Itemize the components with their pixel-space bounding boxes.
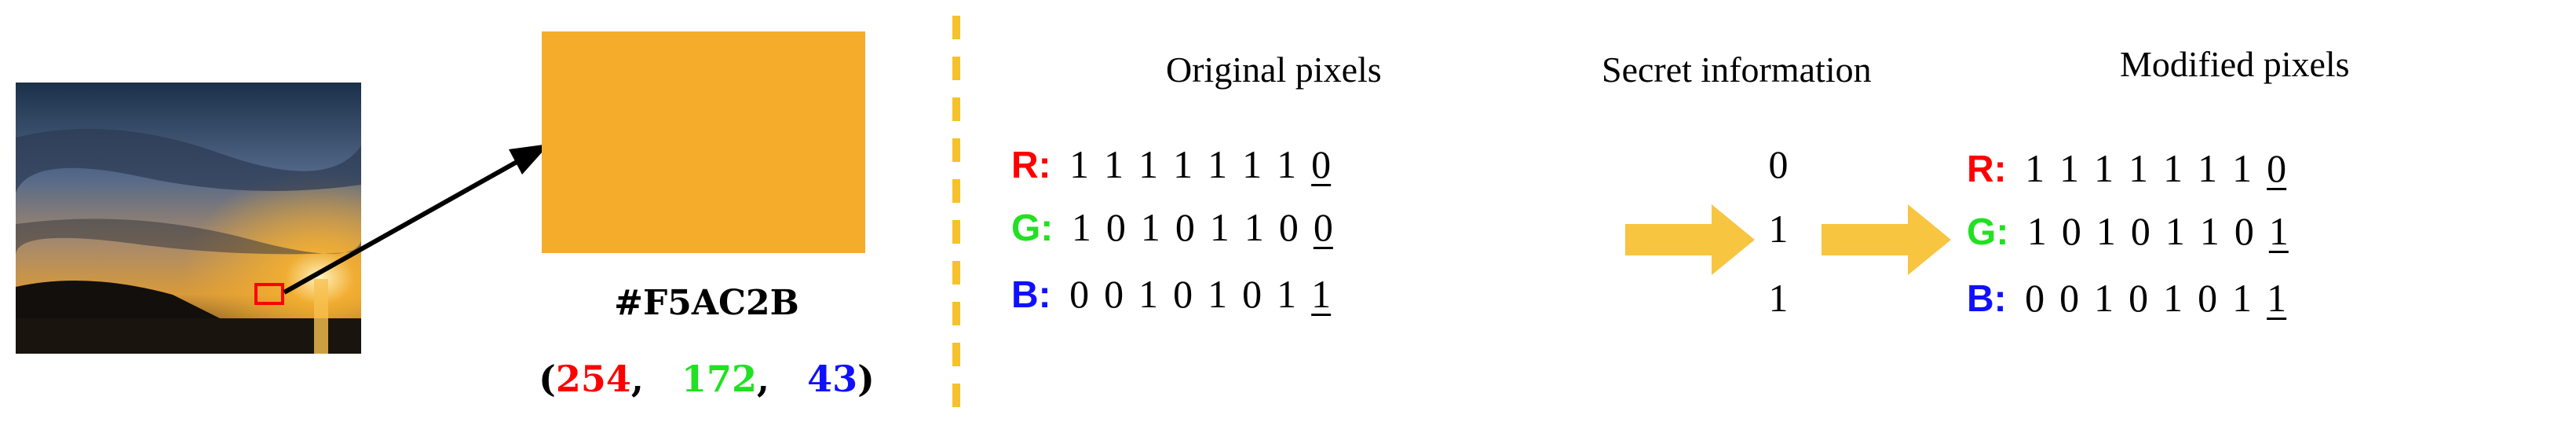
modified-bit-b-6: 0 xyxy=(2198,276,2218,320)
hex-code: #F5AC2B xyxy=(614,283,799,323)
modified-bit-b-8: 1 xyxy=(2267,276,2287,320)
modified-bit-r-5: 1 xyxy=(2163,146,2183,190)
color-swatch xyxy=(542,31,865,253)
original-bit-b-2: 0 xyxy=(1104,272,1124,316)
original-bit-b-1: 0 xyxy=(1069,272,1090,316)
modified-bit-r-6: 1 xyxy=(2198,146,2218,190)
modified-bit-r-4: 1 xyxy=(2128,146,2149,190)
modified-bit-r-2: 1 xyxy=(2059,146,2080,190)
secret-bit-1: 0 xyxy=(1768,142,1789,186)
modified-bit-b-7: 1 xyxy=(2232,276,2253,320)
right-arrow-icon xyxy=(1625,204,1755,275)
modified-bit-g-4: 0 xyxy=(2130,209,2150,253)
modified-bit-b-3: 1 xyxy=(2094,276,2114,320)
modified-bit-g-1: 1 xyxy=(2026,209,2047,253)
modified-bit-g-7: 0 xyxy=(2234,209,2254,253)
original-bit-r-3: 1 xyxy=(1138,142,1159,186)
original-bit-r-6: 1 xyxy=(1242,142,1262,186)
secret-bit-3: 1 xyxy=(1768,276,1789,320)
modified-bit-b-2: 0 xyxy=(2059,276,2080,320)
dashed-divider xyxy=(952,16,960,424)
channel-label-g: G: xyxy=(1967,211,2009,253)
modified-bit-g-8: 1 xyxy=(2268,209,2289,253)
original-bit-g-4: 0 xyxy=(1175,205,1195,249)
original-bit-g-2: 0 xyxy=(1105,205,1126,249)
modified-bit-g-3: 1 xyxy=(2096,209,2116,253)
original-bit-g-8: 0 xyxy=(1313,205,1333,249)
modified-bit-b-5: 1 xyxy=(2163,276,2183,320)
original-bit-g-5: 1 xyxy=(1209,205,1230,249)
rgb-values: (254, 172, 43) xyxy=(502,358,911,400)
right-arrow-icon xyxy=(1821,204,1951,275)
original-bit-b-6: 0 xyxy=(1242,272,1262,316)
original-bit-b-4: 0 xyxy=(1173,272,1193,316)
original-bit-b-7: 1 xyxy=(1277,272,1297,316)
original-bit-b-5: 1 xyxy=(1208,272,1228,316)
original-bit-r-7: 1 xyxy=(1277,142,1297,186)
sunset-photo xyxy=(16,83,361,354)
rgb-green-value: 172 xyxy=(681,358,758,400)
modified-bit-r-1: 1 xyxy=(2025,146,2045,190)
channel-label-r: R: xyxy=(1967,149,2007,190)
rgb-separator: , xyxy=(630,358,644,400)
original-bit-b-8: 1 xyxy=(1311,272,1332,316)
modified-bit-g-6: 1 xyxy=(2199,209,2220,253)
original-bit-r-1: 1 xyxy=(1069,142,1090,186)
original-bit-g-6: 1 xyxy=(1244,205,1264,249)
original-bit-g-7: 0 xyxy=(1278,205,1299,249)
heading-original-pixels: Original pixels xyxy=(1166,50,1382,90)
original-bit-r-4: 1 xyxy=(1173,142,1193,186)
original-bit-b-3: 1 xyxy=(1138,272,1159,316)
modified-bit-b-1: 0 xyxy=(2025,276,2045,320)
rgb-red-value: 254 xyxy=(555,358,631,400)
selected-pixel-marker xyxy=(254,283,284,305)
original-bit-r-5: 1 xyxy=(1208,142,1228,186)
channel-label-r: R: xyxy=(1011,145,1051,186)
modified-bit-g-2: 0 xyxy=(2061,209,2081,253)
modified-bit-r-8: 0 xyxy=(2267,146,2287,190)
rgb-close-paren: ) xyxy=(857,358,875,400)
channel-label-b: B: xyxy=(1011,274,1051,316)
rgb-separator: , xyxy=(757,358,770,400)
modified-bit-g-5: 1 xyxy=(2165,209,2185,253)
heading-secret-information: Secret information xyxy=(1602,50,1872,90)
channel-label-g: G: xyxy=(1011,207,1054,249)
rgb-open-paren: ( xyxy=(539,358,556,400)
channel-label-b: B: xyxy=(1967,278,2007,320)
modified-bit-r-7: 1 xyxy=(2232,146,2253,190)
secret-bit-2: 1 xyxy=(1768,207,1789,251)
original-bit-r-2: 1 xyxy=(1104,142,1124,186)
heading-modified-pixels: Modified pixels xyxy=(2120,44,2350,84)
original-bit-g-1: 1 xyxy=(1071,205,1091,249)
modified-bit-b-4: 0 xyxy=(2128,276,2149,320)
rgb-blue-value: 43 xyxy=(807,358,858,400)
modified-bit-r-3: 1 xyxy=(2094,146,2114,190)
original-bit-g-3: 1 xyxy=(1140,205,1160,249)
original-bit-r-8: 0 xyxy=(1311,142,1332,186)
